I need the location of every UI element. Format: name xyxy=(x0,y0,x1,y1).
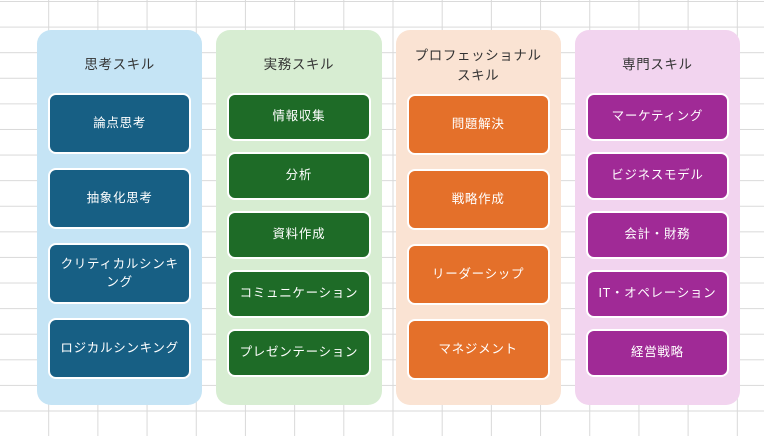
skill-card[interactable]: 戦略作成 xyxy=(406,169,550,231)
skill-card[interactable]: 会計・財務 xyxy=(585,211,729,259)
skill-column-practical-skills[interactable]: 実務スキル 情報収集 分析 資料作成 コミュニケーション プレゼンテーション xyxy=(216,30,382,405)
skill-column-professional-skills[interactable]: プロフェッショナルスキル 問題解決 戦略作成 リーダーシップ マネジメント xyxy=(395,30,561,405)
skill-card[interactable]: リーダーシップ xyxy=(406,244,550,306)
skill-card[interactable]: プレゼンテーション xyxy=(227,329,371,377)
card-list-thinking-skills: 論点思考 抽象化思考 クリティカルシンキング ロジカルシンキング xyxy=(48,93,192,392)
skill-card[interactable]: 経営戦略 xyxy=(585,329,729,377)
skill-card[interactable]: 論点思考 xyxy=(48,93,192,154)
skill-card[interactable]: クリティカルシンキング xyxy=(48,243,192,304)
skill-column-thinking-skills[interactable]: 思考スキル 論点思考 抽象化思考 クリティカルシンキング ロジカルシンキング xyxy=(37,30,203,405)
skill-column-specialist-skills[interactable]: 専門スキル マーケティング ビジネスモデル 会計・財務 IT・オペレーション 経… xyxy=(574,30,740,405)
skill-card[interactable]: コミュニケーション xyxy=(227,270,371,318)
skill-card[interactable]: 抽象化思考 xyxy=(48,168,192,229)
column-title-thinking-skills: 思考スキル xyxy=(84,57,155,73)
skill-card[interactable]: 問題解決 xyxy=(406,94,550,156)
card-list-practical-skills: 情報収集 分析 資料作成 コミュニケーション プレゼンテーション xyxy=(227,93,371,392)
column-title-professional-skills: プロフェッショナルスキル xyxy=(414,48,542,83)
skill-card[interactable]: IT・オペレーション xyxy=(585,270,729,318)
card-list-professional-skills: 問題解決 戦略作成 リーダーシップ マネジメント xyxy=(406,94,550,392)
skill-card[interactable]: ロジカルシンキング xyxy=(48,318,192,379)
column-title-specialist-skills: 専門スキル xyxy=(622,57,693,73)
skill-card[interactable]: 情報収集 xyxy=(227,93,371,141)
skill-card[interactable]: マネジメント xyxy=(406,319,550,381)
skill-card[interactable]: マーケティング xyxy=(585,93,729,141)
skill-card[interactable]: 分析 xyxy=(227,152,371,200)
column-title-practical-skills: 実務スキル xyxy=(263,57,335,73)
card-list-specialist-skills: マーケティング ビジネスモデル 会計・財務 IT・オペレーション 経営戦略 xyxy=(585,93,729,392)
skill-card[interactable]: 資料作成 xyxy=(227,211,371,259)
skill-card[interactable]: ビジネスモデル xyxy=(585,152,729,200)
